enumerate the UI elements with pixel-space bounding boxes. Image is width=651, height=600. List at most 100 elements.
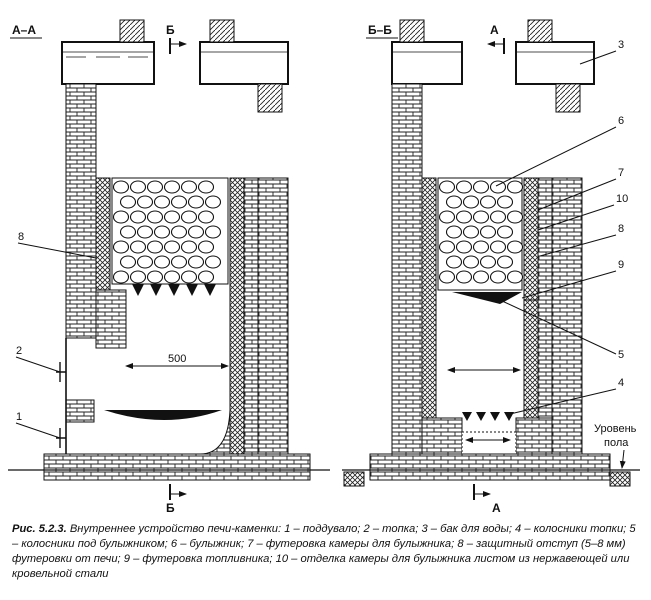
cobblestone <box>136 255 154 269</box>
cobblestone <box>455 210 473 224</box>
right-wall-b <box>551 177 583 455</box>
cobblestone <box>197 180 215 194</box>
cobblestone <box>462 195 480 209</box>
cobblestone <box>163 240 181 254</box>
callout-3: 3 <box>618 39 624 51</box>
cobblestone <box>146 180 164 194</box>
cobblestone <box>146 270 164 284</box>
cobblestone <box>187 225 205 239</box>
cobblestone <box>455 270 473 284</box>
cobblestone <box>153 255 171 269</box>
cobblestone <box>136 195 154 209</box>
cut-mark-a-bottom: А <box>492 501 501 515</box>
callout-8-right: 8 <box>618 223 624 235</box>
water-tank-right <box>391 19 595 113</box>
cobblestone <box>187 255 205 269</box>
figure-caption: Рис. 5.2.3. Внутреннее устройство печи-к… <box>12 522 642 582</box>
cut-mark-b-top: Б <box>166 23 175 37</box>
cobblestone <box>197 240 215 254</box>
cobblestone <box>153 195 171 209</box>
callout-7: 7 <box>618 167 624 179</box>
callout-1: 1 <box>16 411 22 423</box>
section-b-b: Б–Б А А 3 6 7 10 8 9 5 4 Уровень пола <box>342 19 640 515</box>
section-title-b-b: Б–Б <box>368 23 392 37</box>
cobblestone <box>496 225 514 239</box>
cobblestone <box>180 210 198 224</box>
stove-section-diagram: 500 А–А Б Б 8 2 1 <box>8 19 640 515</box>
callout-4: 4 <box>618 377 624 389</box>
cobblestone <box>170 225 188 239</box>
cobblestone <box>479 225 497 239</box>
stone-chamber-b <box>437 177 524 291</box>
callout-5: 5 <box>618 349 624 361</box>
cobblestone <box>163 180 181 194</box>
cobblestone <box>146 240 164 254</box>
cobblestone <box>489 180 507 194</box>
cobblestone <box>472 180 490 194</box>
cobblestone <box>445 255 463 269</box>
cobblestone <box>129 240 147 254</box>
grate-under-stones-a <box>132 284 216 296</box>
cobblestone <box>163 270 181 284</box>
cobblestone <box>445 225 463 239</box>
cobblestone <box>112 240 130 254</box>
stone-chamber-a <box>111 177 229 285</box>
cobblestone <box>146 210 164 224</box>
cobblestone <box>204 255 222 269</box>
right-wall-a <box>257 177 289 455</box>
cobblestone <box>455 180 473 194</box>
cobblestone <box>119 195 137 209</box>
cobblestone <box>472 270 490 284</box>
cobblestone <box>119 225 137 239</box>
cobblestone <box>445 195 463 209</box>
cobblestone <box>462 255 480 269</box>
cobblestone <box>136 225 154 239</box>
left-wall-b <box>391 83 423 455</box>
cobblestone <box>187 195 205 209</box>
cobblestone <box>472 210 490 224</box>
cobblestone <box>129 180 147 194</box>
grate-under-stones-b <box>452 292 522 304</box>
cobblestone <box>129 270 147 284</box>
cobblestone <box>180 180 198 194</box>
callout-6: 6 <box>618 115 624 127</box>
cobblestone <box>153 225 171 239</box>
cobblestone <box>438 240 456 254</box>
cobblestone <box>489 270 507 284</box>
cobblestone <box>197 270 215 284</box>
section-a-a: 500 А–А Б Б 8 2 1 <box>8 19 330 515</box>
section-title-a-a: А–А <box>12 23 36 37</box>
cobblestone <box>112 210 130 224</box>
cobblestone <box>455 240 473 254</box>
cobblestone <box>506 240 524 254</box>
base-b <box>369 453 611 481</box>
caption-text: Внутреннее устройство печи-каменки: 1 – … <box>12 523 636 580</box>
floor-level-label-line1: Уровень <box>594 423 637 435</box>
firebox-grate-a <box>104 410 222 420</box>
cobblestone <box>180 240 198 254</box>
cobblestone <box>438 210 456 224</box>
cobblestone <box>112 180 130 194</box>
cobblestone <box>479 255 497 269</box>
cobblestone <box>129 210 147 224</box>
cobblestone <box>438 180 456 194</box>
floor-level-label-line2: пола <box>604 437 629 449</box>
cobblestone <box>197 210 215 224</box>
cobblestone <box>506 180 524 194</box>
water-tank-left <box>61 19 289 113</box>
callout-2: 2 <box>16 345 22 357</box>
cut-mark-a-top: А <box>490 23 499 37</box>
cobblestone <box>438 270 456 284</box>
cobblestone <box>119 255 137 269</box>
callout-9: 9 <box>618 259 624 271</box>
cobblestone <box>170 195 188 209</box>
cobblestone <box>496 195 514 209</box>
callout-8-left: 8 <box>18 231 24 243</box>
callout-10: 10 <box>616 193 628 205</box>
cobblestone <box>163 210 181 224</box>
cobblestone <box>204 225 222 239</box>
cobblestone <box>112 270 130 284</box>
cobblestone <box>489 240 507 254</box>
cut-mark-b-bottom: Б <box>166 501 175 515</box>
cobblestone <box>506 210 524 224</box>
